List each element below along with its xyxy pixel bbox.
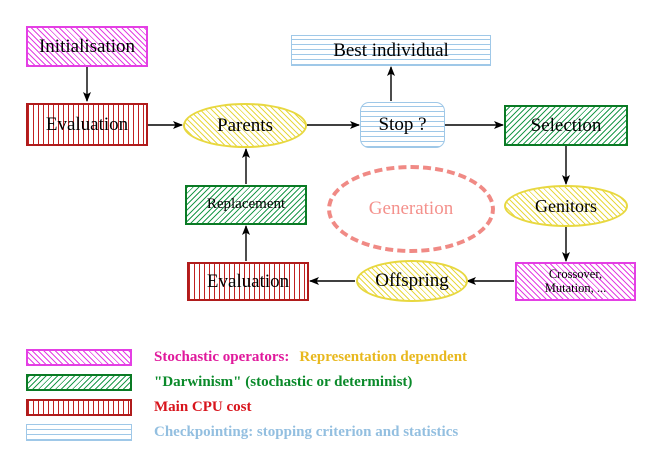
node-offspring[interactable]: Offspring bbox=[356, 260, 468, 302]
node-genitors[interactable]: Genitors bbox=[504, 185, 628, 227]
node-evaluation-top[interactable]: Evaluation bbox=[26, 103, 148, 146]
node-initialisation[interactable]: Initialisation bbox=[26, 26, 148, 67]
node-evaluation-bottom[interactable]: Evaluation bbox=[187, 262, 309, 301]
legend-text-main: Stochastic operators: bbox=[154, 349, 290, 365]
legend-swatch-red bbox=[26, 399, 132, 416]
legend-row-checkpointing: Checkpointing: stopping criterion and st… bbox=[26, 420, 636, 445]
node-operators[interactable]: Crossover, Mutation, ... bbox=[515, 262, 636, 301]
legend-row-stochastic: Stochastic operators: Representation depe… bbox=[26, 345, 636, 370]
legend-row-cpu-cost: Main CPU cost bbox=[26, 395, 636, 420]
legend-label-darwinism: "Darwinism" (stochastic or determinist) bbox=[154, 374, 413, 390]
legend-label-stochastic: Stochastic operators: Representation depe… bbox=[154, 349, 467, 366]
node-generation: Generation bbox=[327, 165, 495, 253]
node-parents[interactable]: Parents bbox=[183, 103, 307, 148]
node-selection[interactable]: Selection bbox=[504, 105, 628, 146]
legend: Stochastic operators: Representation depe… bbox=[26, 345, 636, 445]
legend-label-cpu-cost: Main CPU cost bbox=[154, 399, 252, 415]
legend-swatch-blue bbox=[26, 424, 132, 441]
node-stop[interactable]: Stop ? bbox=[360, 102, 445, 148]
legend-label-checkpointing: Checkpointing: stopping criterion and st… bbox=[154, 424, 459, 440]
legend-text-extra: Representation dependent bbox=[299, 349, 468, 365]
legend-swatch-magenta bbox=[26, 349, 132, 366]
legend-swatch-green bbox=[26, 374, 132, 391]
legend-row-darwinism: "Darwinism" (stochastic or determinist) bbox=[26, 370, 636, 395]
generation-label: Generation bbox=[368, 198, 454, 219]
node-replacement[interactable]: Replacement bbox=[185, 185, 307, 225]
node-best-individual[interactable]: Best individual bbox=[291, 35, 491, 66]
